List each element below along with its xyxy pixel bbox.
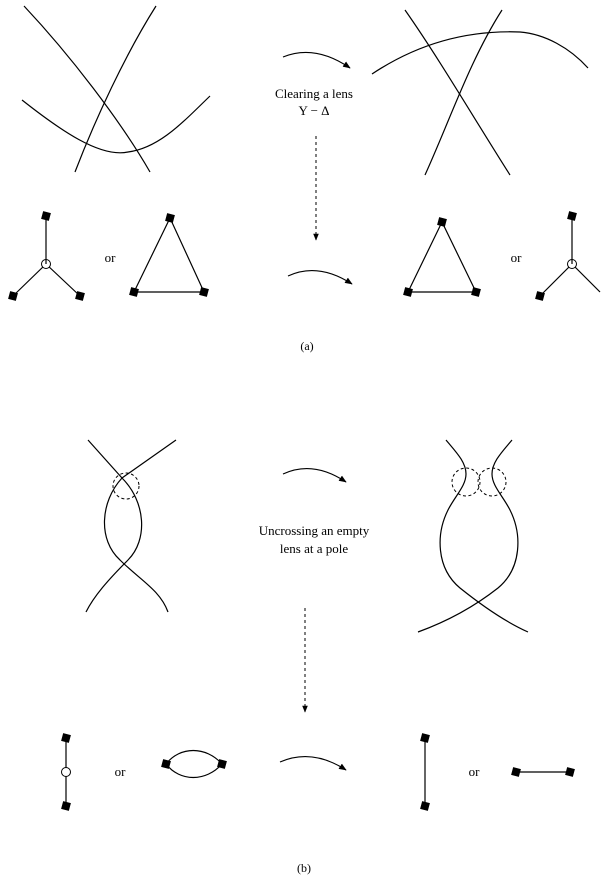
panel-b-after-curves bbox=[417, 439, 529, 633]
node bbox=[165, 213, 175, 223]
node bbox=[161, 759, 171, 769]
operation-label-line1: Uncrossing an empty bbox=[259, 523, 370, 538]
horizontal-segment bbox=[511, 767, 575, 777]
strand-2 bbox=[85, 439, 177, 613]
pole-node bbox=[61, 767, 71, 777]
triangle-graph-left bbox=[129, 213, 209, 297]
node bbox=[41, 211, 51, 221]
node bbox=[535, 291, 545, 301]
operation-label-line2: Y − Δ bbox=[298, 103, 329, 118]
lens-curve bbox=[21, 95, 211, 154]
after-strand-2 bbox=[424, 9, 503, 176]
node bbox=[437, 217, 447, 227]
or-label: or bbox=[511, 250, 523, 265]
y-graph-right bbox=[535, 211, 601, 301]
pole-circle-right bbox=[477, 467, 507, 497]
strand-right-to-left bbox=[74, 5, 157, 173]
node bbox=[420, 733, 430, 743]
pole-circle bbox=[112, 472, 140, 500]
panel-caption: (a) bbox=[300, 339, 313, 353]
node bbox=[471, 287, 481, 297]
node bbox=[199, 287, 209, 297]
transform-arrow-bottom bbox=[287, 270, 353, 285]
node bbox=[420, 801, 430, 811]
y-graph-left bbox=[8, 211, 85, 301]
panel-a: Clearing a lens Y − Δ or bbox=[8, 5, 601, 353]
node bbox=[129, 287, 139, 297]
pole-circle-left bbox=[451, 467, 481, 497]
panel-a-before-curves bbox=[21, 5, 211, 173]
node bbox=[565, 767, 575, 777]
vertical-segment bbox=[420, 733, 430, 811]
transform-arrow-top bbox=[282, 468, 347, 483]
node bbox=[217, 759, 227, 769]
or-label: or bbox=[105, 250, 117, 265]
triangle-graph-right bbox=[403, 217, 481, 297]
strand-left-to-right bbox=[23, 5, 151, 173]
after-arch-curve bbox=[371, 31, 589, 75]
node bbox=[61, 733, 71, 743]
panel-b: Uncrossing an empty lens at a pole or bbox=[61, 439, 575, 875]
node bbox=[61, 801, 71, 811]
node bbox=[511, 767, 521, 777]
or-label: or bbox=[115, 764, 127, 779]
node bbox=[8, 291, 18, 301]
or-label: or bbox=[469, 764, 481, 779]
panel-a-after-curves bbox=[371, 9, 589, 176]
operation-label-line2: lens at a pole bbox=[280, 541, 348, 556]
after-strand-left bbox=[439, 439, 529, 633]
transform-arrow-top bbox=[282, 51, 351, 69]
segment-with-pole bbox=[61, 733, 71, 811]
transform-arrow-bottom bbox=[279, 756, 347, 771]
panel-caption: (b) bbox=[297, 861, 311, 875]
panel-b-before-curves bbox=[85, 439, 177, 613]
operation-label-line1: Clearing a lens bbox=[275, 86, 353, 101]
node bbox=[567, 211, 577, 221]
node bbox=[75, 291, 85, 301]
bigon-graph bbox=[161, 750, 227, 778]
after-strand-1 bbox=[404, 9, 511, 176]
strand-1 bbox=[87, 439, 169, 613]
after-strand-right bbox=[417, 439, 519, 633]
node bbox=[403, 287, 413, 297]
